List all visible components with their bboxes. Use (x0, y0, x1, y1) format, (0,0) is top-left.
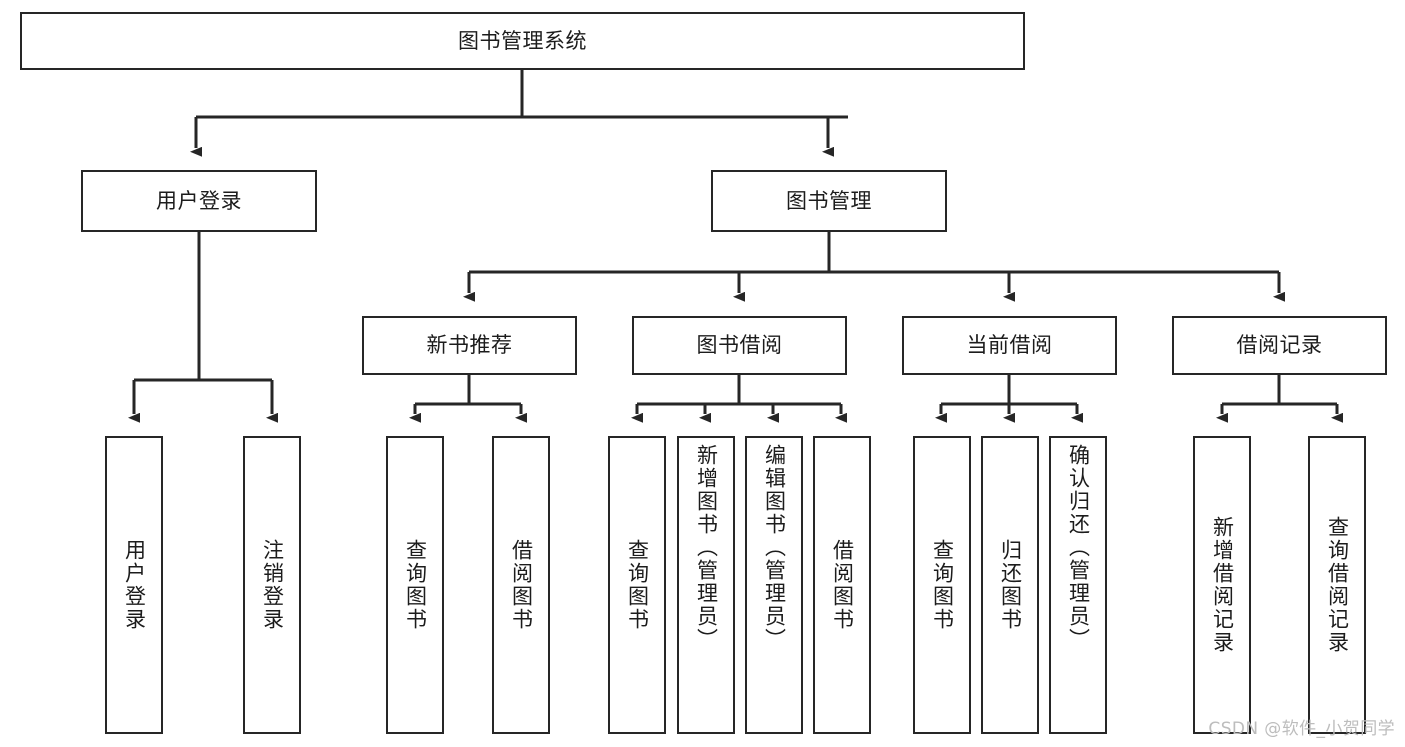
node-label: 确认归还（管理员） (1066, 444, 1091, 651)
node-label: 用户登录 (156, 188, 242, 213)
node-label: 查询借阅记录 (1325, 516, 1350, 654)
edges-bookmgmt-to-level3 (463, 232, 1285, 302)
leaf-add-borrow-record[interactable]: 新增借阅记录 (1193, 436, 1251, 734)
node-label: 查询图书 (930, 539, 955, 631)
leaf-borrow-books[interactable]: 借阅图书 (813, 436, 871, 734)
node-label: 图书管理 (786, 188, 872, 213)
node-label: 新增借阅记录 (1210, 516, 1235, 654)
leaf-return-books[interactable]: 归还图书 (981, 436, 1039, 734)
leaf-query-borrow-record[interactable]: 查询借阅记录 (1308, 436, 1366, 734)
leaf-query-books-recommend[interactable]: 查询图书 (386, 436, 444, 734)
leaf-query-books-borrow[interactable]: 查询图书 (608, 436, 666, 734)
node-label: 借阅图书 (830, 539, 855, 631)
node-new-book-recommendation[interactable]: 新书推荐 (362, 316, 577, 375)
leaf-add-book-admin[interactable]: 新增图书（管理员） (677, 436, 735, 734)
node-label: 归还图书 (998, 539, 1023, 631)
node-root-book-management-system[interactable]: 图书管理系统 (20, 12, 1025, 70)
node-label: 新书推荐 (426, 333, 513, 358)
edges-userlogin-to-leaves (128, 232, 278, 423)
node-label: 用户登录 (122, 539, 147, 631)
node-current-borrowing[interactable]: 当前借阅 (902, 316, 1117, 375)
edges-newbook-to-leaves (409, 375, 527, 423)
leaf-edit-book-admin[interactable]: 编辑图书（管理员） (745, 436, 803, 734)
node-label: 新增图书（管理员） (694, 444, 719, 651)
node-label: 注销登录 (260, 539, 285, 631)
edges-currentborrow-to-leaves (935, 375, 1083, 423)
node-user-login[interactable]: 用户登录 (81, 170, 317, 232)
leaf-logout[interactable]: 注销登录 (243, 436, 301, 734)
node-label: 查询图书 (625, 539, 650, 631)
leaf-confirm-return-admin[interactable]: 确认归还（管理员） (1049, 436, 1107, 734)
node-label: 图书借阅 (696, 333, 783, 358)
node-label: 图书管理系统 (458, 28, 587, 53)
node-borrowing-records[interactable]: 借阅记录 (1172, 316, 1387, 375)
leaf-user-login[interactable]: 用户登录 (105, 436, 163, 734)
node-label: 当前借阅 (966, 333, 1053, 358)
node-label: 借阅图书 (509, 539, 534, 631)
leaf-query-books-current[interactable]: 查询图书 (913, 436, 971, 734)
node-label: 编辑图书（管理员） (762, 444, 787, 651)
leaf-borrow-books-recommend[interactable]: 借阅图书 (492, 436, 550, 734)
node-book-borrowing[interactable]: 图书借阅 (632, 316, 847, 375)
edges-bookborrow-to-leaves (631, 375, 847, 423)
node-label: 借阅记录 (1236, 333, 1323, 358)
node-book-management[interactable]: 图书管理 (711, 170, 947, 232)
node-label: 查询图书 (403, 539, 428, 631)
edges-borrowrecord-to-leaves (1216, 375, 1343, 423)
edges-root-to-level2 (190, 70, 848, 157)
